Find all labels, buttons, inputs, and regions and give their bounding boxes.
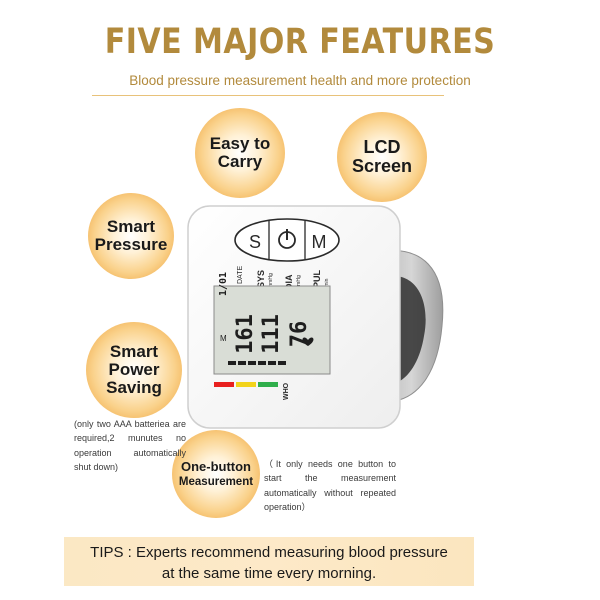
feature-label-line2: Pressure: [94, 235, 168, 254]
pul-label: PUL: [312, 269, 322, 288]
subtitle-underline: [92, 69, 444, 96]
feature-one-button-measurement: One-button Measurement: [172, 430, 260, 518]
date-readout: 1/01: [218, 272, 229, 296]
dia-unit: mmHg: [296, 275, 302, 290]
memory-indicator: M: [220, 334, 227, 343]
lcd-screen: [213, 285, 331, 375]
lcd-level-bars: [228, 361, 286, 365]
date-label: DATE: [237, 266, 244, 284]
dia-label: DIA: [284, 274, 294, 290]
page-title: FIVE MAJOR FEATURES: [104, 22, 496, 62]
feature-label-line1: Easy to: [209, 134, 271, 154]
tips-banner: TIPS : Experts recommend measuring blood…: [64, 537, 474, 586]
sys-unit: mmHg: [268, 273, 274, 288]
sys-readout: 161: [233, 314, 258, 354]
sys-label: SYS: [256, 270, 266, 288]
subtitle: Blood pressure measurement health and mo…: [129, 73, 471, 88]
feature-label-line1: Smart: [109, 342, 159, 362]
tips-line2: at the same time every morning.: [161, 564, 377, 582]
heart-icon: [302, 337, 314, 346]
feature-label-line2: Power: [108, 360, 160, 380]
memory-button: M: [312, 232, 327, 252]
dia-readout: 111: [259, 314, 284, 354]
feature-label-line1: LCD: [363, 137, 401, 158]
pul-unit: /min: [324, 278, 330, 288]
tips-line1: TIPS : Experts recommend measuring blood…: [90, 544, 448, 561]
who-bar-red: [214, 382, 234, 387]
feature-label-line2: Screen: [351, 156, 413, 176]
power-saving-note: (only two AAA batteriea are required,2 m…: [74, 419, 186, 473]
feature-label-line2: Measurement: [178, 476, 254, 489]
who-bar-yellow: [236, 382, 256, 387]
who-bar-green: [258, 382, 278, 387]
blood-pressure-monitor-image: S M DATE SYS mmHg DIA mmHg PUL /min 1/01…: [187, 205, 444, 429]
set-button: S: [249, 232, 261, 252]
feature-label-line1: Smart: [106, 217, 156, 237]
feature-label-line1: One-button: [180, 458, 252, 474]
feature-label-line2: Carry: [217, 152, 263, 171]
feature-label-line3: Saving: [106, 377, 162, 397]
power-button-icon: [278, 229, 296, 249]
who-label: WHO: [283, 382, 290, 400]
one-button-note: （It only needs one button to start the m…: [264, 459, 396, 513]
